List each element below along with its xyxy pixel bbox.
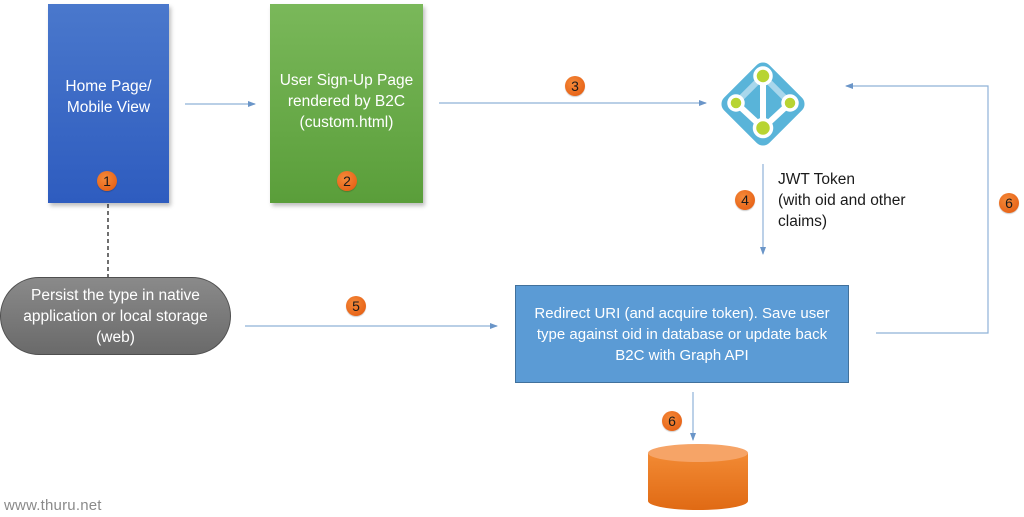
jwt-label-line3: claims) (778, 213, 828, 230)
home-page-label-line1: Home Page/ (65, 77, 152, 95)
step-badge-1: 1 (97, 171, 117, 191)
arrow-redirect-to-identity (845, 83, 989, 334)
persist-label-line1: Persist the type in native (31, 286, 200, 304)
step-badge-6-right: 6 (999, 193, 1019, 213)
step-badge-6-db: 6 (662, 411, 682, 431)
redirect-uri-node: Redirect URI (and acquire token). Save u… (515, 285, 849, 383)
step-badge-3: 3 (565, 76, 585, 96)
signup-page-node: User Sign-Up Page rendered by B2C (custo… (270, 4, 423, 203)
signup-label-line2: rendered by B2C (287, 93, 406, 110)
persist-type-node: Persist the type in native application o… (0, 277, 231, 355)
jwt-label-line2: (with oid and other (778, 192, 906, 209)
signup-label-line3: (custom.html) (299, 114, 394, 131)
signup-label-line1: User Sign-Up Page (279, 72, 414, 89)
persist-label-line3: (web) (96, 328, 135, 346)
redirect-label-line3: B2C with Graph API (615, 346, 749, 364)
home-page-node: Home Page/ Mobile View (48, 4, 169, 203)
jwt-label-line1: JWT Token (778, 171, 855, 188)
jwt-token-label: JWT Token (with oid and other claims) (778, 169, 906, 232)
step-badge-4: 4 (735, 190, 755, 210)
step-badge-2: 2 (337, 171, 357, 191)
redirect-label-line2: type against oid in database or update b… (536, 325, 828, 343)
database-cylinder-icon (648, 444, 748, 510)
redirect-label-line1: Redirect URI (and acquire token). Save u… (534, 304, 830, 322)
azure-ad-b2c-icon (721, 62, 805, 146)
watermark: www.thuru.net (4, 497, 102, 514)
step-badge-5: 5 (346, 296, 366, 316)
persist-label-line2: application or local storage (23, 307, 208, 325)
home-page-label-line2: Mobile View (66, 98, 151, 116)
